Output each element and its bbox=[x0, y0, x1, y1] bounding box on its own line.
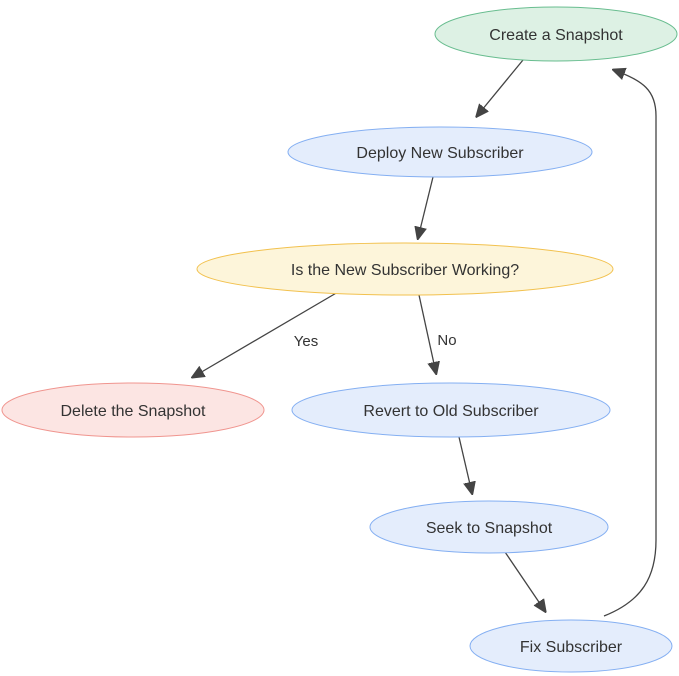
node-deploy-new-subscriber: Deploy New Subscriber bbox=[287, 126, 593, 178]
edge-create-snapshot-to-deploy bbox=[477, 59, 524, 116]
node-create-snapshot-shape bbox=[434, 6, 678, 62]
node-seek-to-snapshot-shape bbox=[369, 500, 609, 554]
node-create-snapshot: Create a Snapshot bbox=[434, 6, 678, 62]
node-is-new-subscriber-working-shape bbox=[196, 242, 614, 296]
node-seek-to-snapshot: Seek to Snapshot bbox=[369, 500, 609, 554]
node-fix-subscriber-label: Fix Subscriber bbox=[520, 639, 623, 656]
node-create-snapshot-label: Create a Snapshot bbox=[489, 27, 623, 44]
node-delete-the-snapshot-label: Delete the Snapshot bbox=[61, 403, 207, 420]
nodes-layer: Create a Snapshot Deploy New Subscriber … bbox=[1, 6, 678, 673]
node-deploy-new-subscriber-shape bbox=[287, 126, 593, 178]
node-delete-the-snapshot: Delete the Snapshot bbox=[1, 382, 265, 438]
node-is-new-subscriber-working-label: Is the New Subscriber Working? bbox=[291, 262, 519, 279]
node-delete-the-snapshot-shape bbox=[1, 382, 265, 438]
edge-seek-to-fix bbox=[504, 551, 545, 611]
node-seek-to-snapshot-label: Seek to Snapshot bbox=[426, 520, 553, 537]
edge-working-to-revert-no bbox=[418, 294, 436, 373]
node-revert-to-old-subscriber: Revert to Old Subscriber bbox=[291, 382, 611, 438]
edge-revert-to-seek bbox=[458, 436, 472, 493]
node-revert-to-old-subscriber-shape bbox=[291, 382, 611, 438]
edge-label-no: No bbox=[437, 332, 456, 349]
node-revert-to-old-subscriber-label: Revert to Old Subscriber bbox=[363, 403, 539, 420]
edge-fix-to-create-snapshot bbox=[603, 70, 657, 617]
edge-working-to-delete-yes bbox=[193, 291, 339, 377]
edge-label-yes: Yes bbox=[294, 333, 318, 350]
edge-deploy-to-working bbox=[418, 176, 434, 238]
edges-layer: Yes No bbox=[193, 59, 657, 617]
node-fix-subscriber: Fix Subscriber bbox=[469, 619, 673, 673]
node-fix-subscriber-shape bbox=[469, 619, 673, 673]
node-deploy-new-subscriber-label: Deploy New Subscriber bbox=[356, 145, 524, 162]
node-is-new-subscriber-working: Is the New Subscriber Working? bbox=[196, 242, 614, 296]
